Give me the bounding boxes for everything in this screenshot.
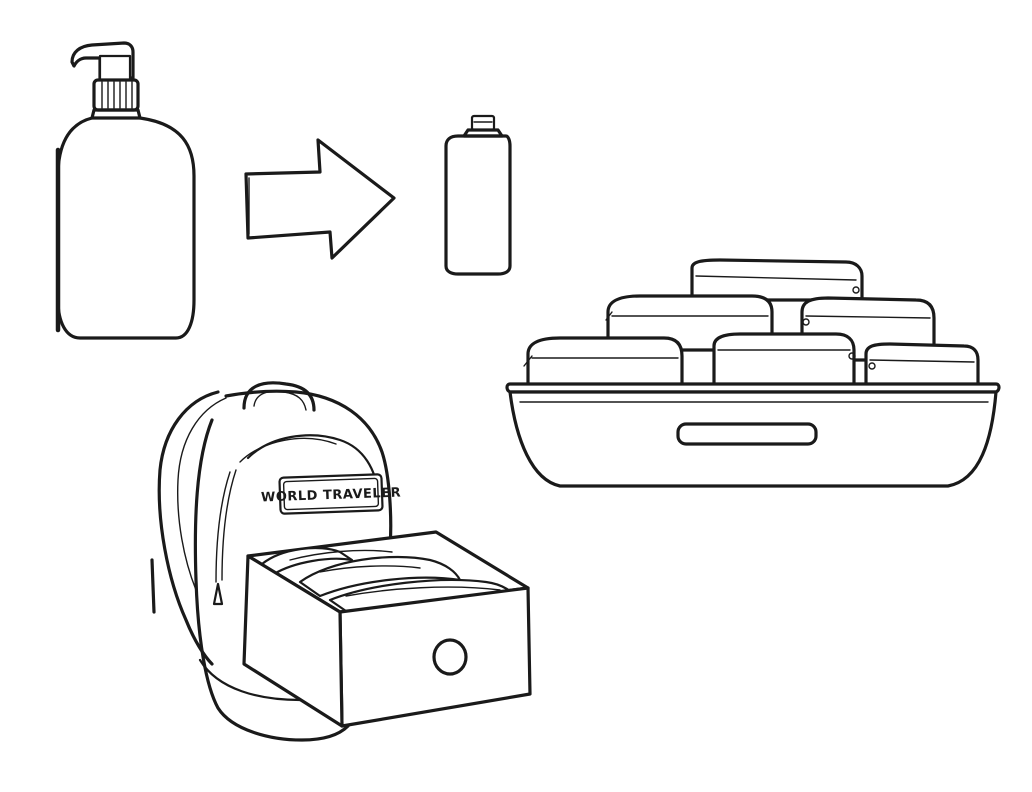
packing-cube <box>712 332 856 394</box>
world-traveler-patch: WORLD TRAVELER <box>261 473 402 515</box>
pump-bottle-icon <box>55 41 196 340</box>
packing-cube <box>864 342 980 394</box>
packing-cube <box>690 258 864 302</box>
right-arrow-icon <box>244 138 396 260</box>
packing-cube <box>523 336 684 392</box>
small-travel-bottle-icon <box>444 114 512 276</box>
suitcase-with-packing-cubes-icon <box>505 258 1001 488</box>
backpack-with-drawer-icon: WORLD TRAVELER <box>150 381 532 742</box>
patch-label: WORLD TRAVELER <box>261 486 402 506</box>
